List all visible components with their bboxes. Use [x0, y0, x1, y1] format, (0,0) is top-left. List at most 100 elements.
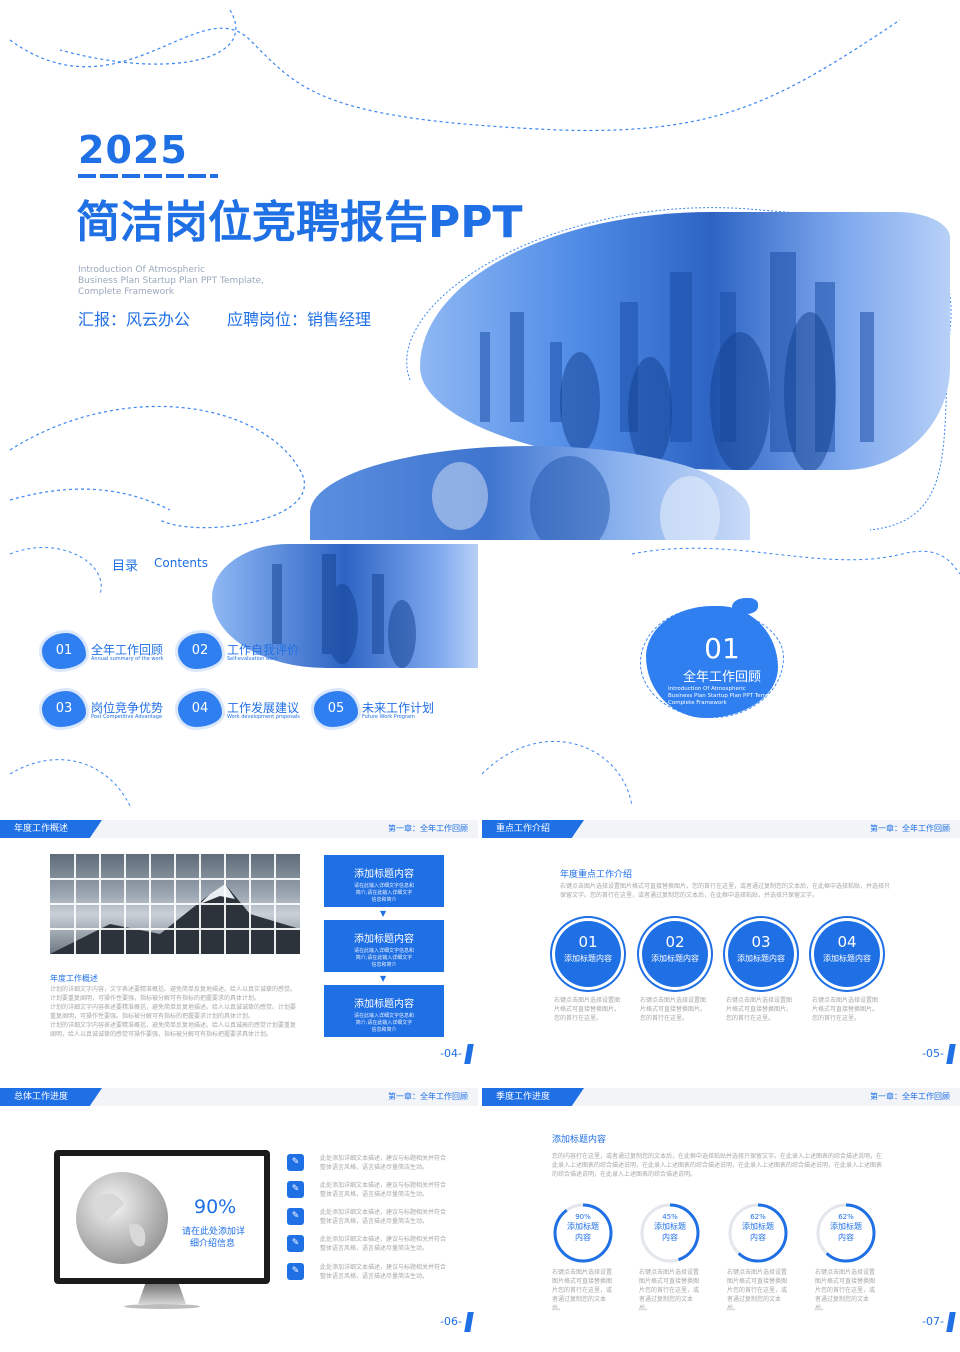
- toc-item-2-title[interactable]: 工作自我评价: [227, 643, 300, 657]
- slide07-ring-pct: 45%: [662, 1213, 678, 1221]
- slide07-ring-4-label: 62%添加标题内容: [815, 1213, 877, 1243]
- section-en-1: Introduction Of Atmospheric: [668, 686, 746, 692]
- slide04-box-3-title: 添加标题内容: [354, 999, 414, 1010]
- slide07-ring-pct: 62%: [750, 1213, 766, 1221]
- section-title: 全年工作回顾: [682, 670, 761, 685]
- cover-position: 应聘岗位：销售经理: [227, 310, 372, 329]
- slide07-page-text: -07-: [922, 1315, 944, 1328]
- globe-icon: [76, 1172, 168, 1264]
- slide05-circle-4-label: 添加标题内容: [823, 954, 871, 963]
- slide04-box-3-text: 请在此输入详细文字信息和简介,请在此输入详细文字信息和简介: [354, 1013, 415, 1033]
- toc-item-4-sub: Work development proposals: [227, 714, 300, 720]
- cover-subtitle-en-3: Complete Framework: [78, 287, 175, 297]
- slide06-bullet-3: 此处添加详细文本描述，建议与标题相关并符合整体语言风格，语言描述尽量简洁生动。: [320, 1209, 447, 1225]
- slide05-circle-4-num: 04: [837, 933, 857, 951]
- slide07-page-number: -07-: [922, 1312, 956, 1332]
- slide07-ring-1-label: 90%添加标题内容: [552, 1213, 614, 1243]
- slide04-box-2[interactable]: 添加标题内容 请在此输入详细文字信息和简介,请在此输入详细文字信息和简介: [324, 920, 444, 972]
- toc-item-3-num[interactable]: 03: [42, 691, 86, 727]
- slide05-circle-1[interactable]: 01 添加标题内容: [555, 921, 621, 987]
- slide07-ring-2-label: 45%添加标题内容: [639, 1213, 701, 1243]
- slide07-ring-3-label: 62%添加标题内容: [727, 1213, 789, 1243]
- slide07-ring-1-text: 右键点击图片选择设置图片格式可直接替换图片您的首行在这里，或者通过复制您的文本后…: [552, 1269, 613, 1312]
- slide07-ring-4-fill: [816, 1203, 876, 1263]
- slide06-bullet-2: 此处添加详细文本描述，建议与标题相关并符合整体语言风格，语言描述尽量简洁生动。: [320, 1182, 447, 1198]
- slide04-box-2-text: 请在此输入详细文字信息和简介,请在此输入详细文字信息和简介: [354, 948, 415, 968]
- slide05-headbar: [482, 820, 960, 838]
- toc-item-4-title[interactable]: 工作发展建议: [227, 701, 300, 715]
- toc-item-3-title[interactable]: 岗位竞争优势: [91, 701, 164, 715]
- slide07-ring-pct: 62%: [838, 1213, 854, 1221]
- slide06-tab: 总体工作进度: [0, 1088, 102, 1106]
- cover-slide: 2025 简洁岗位竞聘报告PPT Introduction Of Atmosph…: [0, 0, 960, 540]
- section-decor-lines: [482, 547, 960, 807]
- slide04-box-1[interactable]: 添加标题内容 请在此输入详细文字信息和简介,请在此输入详细文字信息和简介: [324, 855, 444, 907]
- slide04-box-1-title: 添加标题内容: [354, 869, 414, 880]
- slide04-box-2-title: 添加标题内容: [354, 934, 414, 945]
- slide05-circle-2-num: 02: [665, 933, 685, 951]
- edit-icon: ✎: [287, 1235, 304, 1252]
- toc-item-4-num[interactable]: 04: [178, 691, 222, 727]
- toc-item-2-num[interactable]: 02: [178, 633, 222, 669]
- slide04-tab: 年度工作概述: [0, 820, 102, 838]
- cover-photo-city: [420, 212, 950, 470]
- slide06-bullet-1: 此处添加详细文本描述，建议与标题相关并符合整体语言风格，语言描述尽量简洁生动。: [320, 1155, 447, 1171]
- slide05-circle-2[interactable]: 02 添加标题内容: [642, 921, 708, 987]
- slide06-monitor-base: [124, 1304, 200, 1309]
- slide04-box-3[interactable]: 添加标题内容 请在此输入详细文字信息和简介,请在此输入详细文字信息和简介: [324, 985, 444, 1037]
- slide07-ring-title-1: 添加标题: [742, 1222, 774, 1231]
- toc-item-5-title[interactable]: 未来工作计划: [362, 701, 435, 715]
- slide05-circle-1-num: 01: [578, 933, 598, 951]
- slide06-chapter: 第一章：全年工作回顾: [388, 1092, 468, 1101]
- slide06-caption-1: 请在此处添加详: [182, 1227, 246, 1237]
- toc-item-1-title[interactable]: 全年工作回顾: [91, 643, 164, 657]
- toc-decor-lines: [9, 547, 131, 807]
- slide04-para1: 计划的详细文字内容，文字表述要精准概括、避免简单反复地描述。给人以真实诚挚的感觉…: [50, 986, 297, 1002]
- slide04-page-text: -04-: [440, 1047, 462, 1060]
- gap-row-1: [0, 810, 960, 816]
- slide07-heading: 添加标题内容: [552, 1135, 607, 1145]
- slide-05: 重点工作介绍 第一章：全年工作回顾 年度重点工作介绍 右键点击图片选择设置图片格…: [482, 810, 960, 1076]
- slide04-chapter: 第一章：全年工作回顾: [388, 824, 468, 833]
- toc-title-cn: 目录: [112, 559, 139, 574]
- slide06-headbar: [0, 1088, 478, 1106]
- cover-subtitle-en-2: Business Plan Startup Plan PPT Template,: [78, 276, 264, 286]
- slide07-ring-title-1: 添加标题: [654, 1222, 686, 1231]
- cover-subtitle-en-1: Introduction Of Atmospheric: [78, 265, 206, 275]
- slide05-circle-2-text: 右键点击图片选择设置图片格式可直接替换图片。您的首行在这里。: [640, 997, 707, 1022]
- slide07-ring-3-text: 右键点击图片选择设置图片格式可直接替换图片您的首行在这里，或者通过复制您的文本后…: [727, 1269, 788, 1312]
- toc-item-5-num[interactable]: 05: [314, 691, 358, 727]
- slide05-intro: 右键点击图片选择设置图片格式可直接替换图片。您的首行在这里，或者通过复制您的文本…: [560, 883, 891, 899]
- slide07-ring-title-2: 内容: [838, 1233, 854, 1242]
- slide05-heading: 年度重点工作介绍: [560, 870, 633, 880]
- toc-item-1-sub: Annual summary of the work: [91, 656, 164, 662]
- section-slide: 01 全年工作回顾 Introduction Of Atmospheric Bu…: [482, 544, 960, 810]
- slide06-page-text: -06-: [440, 1315, 462, 1328]
- slide07-ring-title-2: 内容: [575, 1233, 591, 1242]
- gap-1: [0, 540, 960, 544]
- slide05-circle-3-text: 右键点击图片选择设置图片格式可直接替换图片。您的首行在这里。: [726, 997, 793, 1022]
- slide04-mountain-image: [50, 854, 300, 954]
- slide05-page-text: -05-: [922, 1047, 944, 1060]
- slide04-para2: 计划的详细文字内容表述要精准概括，避免简单反复地描述。给人以真诚诚挚的感觉。计划…: [50, 1004, 297, 1020]
- slide-07: 季度工作进度 第一章：全年工作回顾 添加标题内容 您的内容打在这里，或者通过复制…: [482, 1078, 960, 1344]
- slide07-ring-4-text: 右键点击图片选择设置图片格式可直接替换图片您的首行在这里，或者通过复制您的文本后…: [815, 1269, 876, 1312]
- section-number: 01: [704, 632, 740, 665]
- slide07-headbar: [482, 1088, 960, 1106]
- slide07-tab: 季度工作进度: [482, 1088, 584, 1106]
- slide05-circle-3[interactable]: 03 添加标题内容: [728, 921, 794, 987]
- slide06-page-number: -06-: [440, 1312, 474, 1332]
- slide05-circle-2-label: 添加标题内容: [651, 954, 699, 963]
- slide05-tab: 重点工作介绍: [482, 820, 584, 838]
- slide07-chapter: 第一章：全年工作回顾: [870, 1092, 950, 1101]
- section-en-2: Business Plan Startup Plan PPT Template,: [668, 693, 782, 699]
- slide04-heading: 年度工作概述: [50, 974, 98, 983]
- slide06-bullet-5: 此处添加详细文本描述，建议与标题相关并符合整体语言风格，语言描述尽量简洁生动。: [320, 1264, 447, 1280]
- slide07-ring-2-fill: [640, 1203, 700, 1263]
- toc-item-1-num[interactable]: 01: [42, 633, 86, 669]
- section-en-3: Complete Framework: [668, 700, 727, 706]
- slide07-ring-1: [553, 1203, 613, 1263]
- slide04-headbar: [0, 820, 478, 838]
- slide05-circle-4[interactable]: 04 添加标题内容: [814, 921, 880, 987]
- slide04-arrow-2: ▼: [380, 974, 387, 983]
